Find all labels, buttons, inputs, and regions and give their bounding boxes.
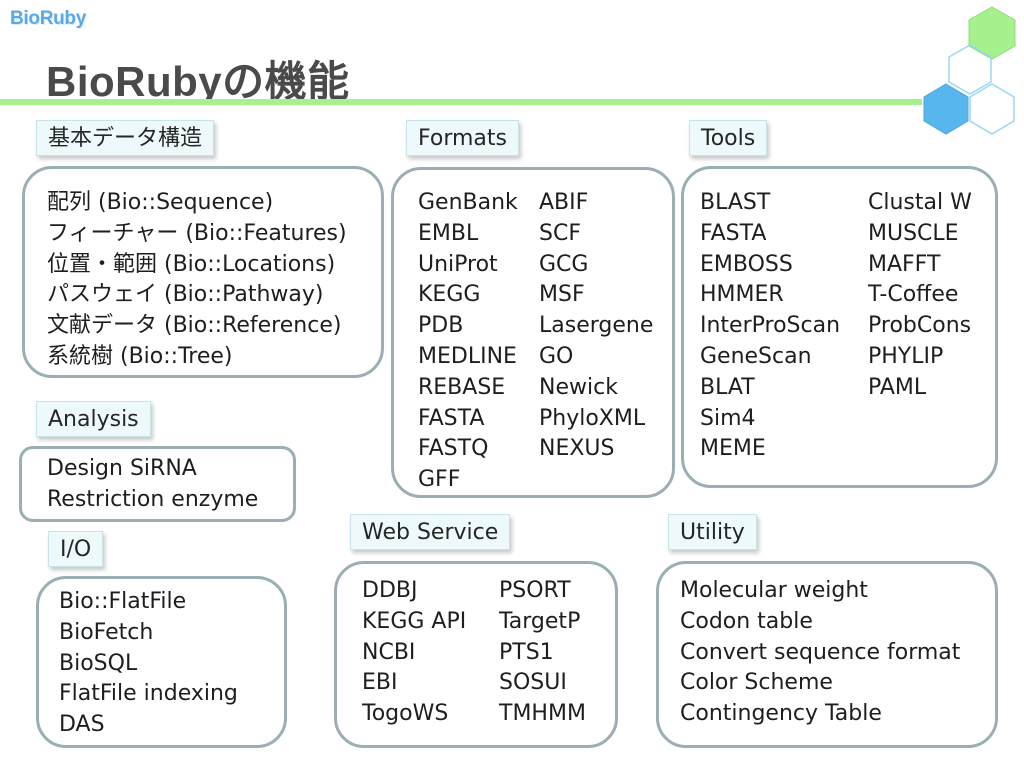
list-item: NEXUS [539, 436, 615, 462]
list-item: Bio::FlatFile [59, 589, 187, 614]
list-item: MAFFT [868, 251, 941, 277]
formats-box [391, 167, 675, 498]
list-item: EMBL [418, 220, 479, 246]
web-service-list-1: DDBJ KEGG API NCBI EBI TogoWS [362, 576, 466, 730]
list-item: Convert sequence format [680, 639, 961, 665]
list-item: T-Coffee [868, 282, 959, 308]
list-item: フィーチャー (Bio::Features) [47, 220, 347, 246]
formats-label: Formats [406, 120, 519, 156]
list-item: TargetP [499, 608, 581, 634]
tools-label: Tools [689, 120, 768, 156]
list-item: MEME [700, 436, 766, 462]
web-service-list-2: PSORT TargetP PTS1 SOSUI TMHMM [499, 576, 586, 730]
slide-title: BioRubyの機能 [46, 58, 350, 105]
utility-list: Molecular weight Codon table Convert seq… [680, 576, 960, 730]
list-item: 位置・範囲 (Bio::Locations) [47, 251, 336, 277]
list-item: ABIF [539, 190, 589, 215]
list-item: Contingency Table [680, 701, 882, 727]
list-item: InterProScan [700, 313, 841, 339]
list-item: DAS [59, 712, 105, 738]
web-service-box [334, 561, 618, 748]
list-item: MSF [539, 282, 585, 308]
formats-list-2: ABIF SCF GCG MSF Lasergene GO Newick Phy… [539, 188, 653, 465]
core-data-box [22, 166, 384, 378]
list-item: SOSUI [499, 670, 567, 696]
list-item: FlatFile indexing [59, 681, 238, 707]
list-item: Molecular weight [680, 578, 868, 603]
tools-list-2: Clustal W MUSCLE MAFFT T-Coffee ProbCons… [868, 188, 972, 404]
formats-list-1: GenBank EMBL UniProt KEGG PDB MEDLINE RE… [418, 188, 518, 496]
list-item: PTS1 [499, 639, 554, 665]
list-item: Design SiRNA [47, 456, 197, 481]
list-item: KEGG [418, 282, 481, 308]
hexagon-decoration-icon [923, 6, 1016, 135]
bioruby-logo: BioRuby [10, 8, 87, 29]
list-item: TogoWS [362, 701, 449, 727]
list-item: GO [539, 343, 574, 369]
io-list: Bio::FlatFile BioFetch BioSQL FlatFile i… [59, 587, 238, 741]
list-item: TMHMM [499, 701, 586, 727]
list-item: BioSQL [59, 650, 138, 676]
list-item: Clustal W [868, 190, 972, 215]
list-item: BioFetch [59, 619, 154, 645]
list-item: KEGG API [362, 608, 467, 634]
list-item: BLAT [700, 374, 755, 400]
list-item: MUSCLE [868, 220, 959, 246]
list-item: PDB [418, 313, 464, 339]
hexagon-outline-bottom [969, 83, 1015, 135]
list-item: MEDLINE [418, 343, 517, 369]
utility-label: Utility [668, 514, 757, 550]
list-item: Sim4 [700, 405, 756, 431]
analysis-label: Analysis [36, 401, 151, 437]
list-item: パスウェイ (Bio::Pathway) [47, 282, 324, 308]
hexagon-outline-top [948, 44, 992, 95]
list-item: 文献データ (Bio::Reference) [47, 313, 342, 339]
io-box [36, 576, 287, 748]
list-item: FASTA [700, 220, 767, 246]
list-item: PAML [868, 374, 927, 400]
list-item: EMBOSS [700, 251, 793, 277]
web-service-label: Web Service [350, 514, 511, 550]
list-item: GenBank [418, 190, 518, 215]
list-item: ProbCons [868, 313, 972, 339]
list-item: UniProt [418, 251, 498, 277]
list-item: GeneScan [700, 343, 812, 369]
list-item: REBASE [418, 374, 506, 400]
list-item: Newick [539, 374, 618, 400]
list-item: Lasergene [539, 313, 654, 339]
list-item: PHYLIP [868, 343, 944, 369]
list-item: Color Scheme [680, 670, 833, 696]
hexagon-blue [923, 83, 969, 135]
list-item: EBI [362, 670, 398, 696]
list-item: PSORT [499, 578, 571, 603]
tools-list-1: BLAST FASTA EMBOSS HMMER InterProScan Ge… [700, 188, 840, 465]
list-item: GFF [418, 467, 461, 493]
list-item: NCBI [362, 639, 416, 665]
list-item: Codon table [680, 608, 813, 634]
list-item: SCF [539, 220, 581, 246]
list-item: GCG [539, 251, 589, 277]
list-item: HMMER [700, 282, 784, 308]
title-underline [0, 99, 922, 105]
tools-box [681, 166, 998, 488]
core-data-list: 配列 (Bio::Sequence) フィーチャー (Bio::Features… [47, 188, 347, 373]
analysis-box [19, 446, 296, 522]
list-item: Restriction enzyme [47, 486, 259, 512]
list-item: DDBJ [362, 578, 418, 603]
list-item: 配列 (Bio::Sequence) [47, 190, 274, 215]
utility-box [656, 561, 998, 748]
list-item: FASTA [418, 405, 485, 431]
list-item: PhyloXML [539, 405, 646, 431]
core-data-label: 基本データ構造 [36, 120, 215, 156]
io-label: I/O [48, 531, 104, 567]
analysis-list: Design SiRNA Restriction enzyme [47, 454, 258, 516]
list-item: FASTQ [418, 436, 489, 462]
list-item: BLAST [700, 190, 771, 215]
hexagon-green [968, 6, 1016, 60]
list-item: 系統樹 (Bio::Tree) [47, 343, 233, 369]
